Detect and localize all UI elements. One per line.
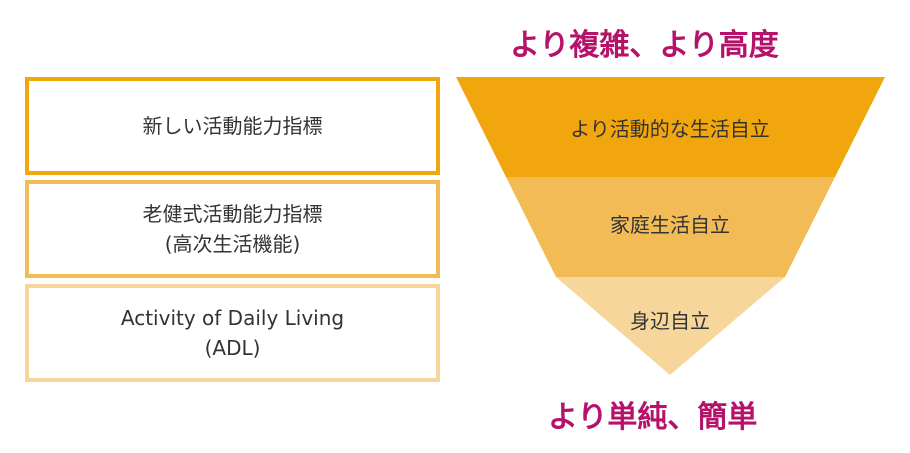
pyramid-tier-bottom: [556, 277, 785, 375]
level-box-adl: Activity of Daily Living (ADL): [25, 284, 440, 382]
level-box-label: 老健式活動能力指標: [142, 202, 323, 226]
pyramid-tier-middle: [506, 177, 835, 277]
complexity-low-heading: より単純、簡単: [548, 400, 758, 435]
level-box-sublabel: (高次生活機能): [164, 232, 301, 256]
pyramid-tier-middle-label: 家庭生活自立: [610, 213, 730, 237]
pyramid-tier-bottom-label: 身辺自立: [630, 309, 710, 333]
level-box-sublabel: (ADL): [204, 336, 261, 360]
pyramid-tier-top: [456, 77, 885, 177]
level-box-label: Activity of Daily Living: [120, 306, 345, 330]
complexity-high-heading: より複雑、より高度: [510, 28, 779, 63]
pyramid-tier-top-label: より活動的な生活自立: [570, 117, 770, 141]
level-box-new-activity-index: 新しい活動能力指標: [25, 77, 440, 175]
level-box-roken-activity-index: 老健式活動能力指標 (高次生活機能): [25, 180, 440, 278]
level-box-label: 新しい活動能力指標: [142, 114, 323, 138]
